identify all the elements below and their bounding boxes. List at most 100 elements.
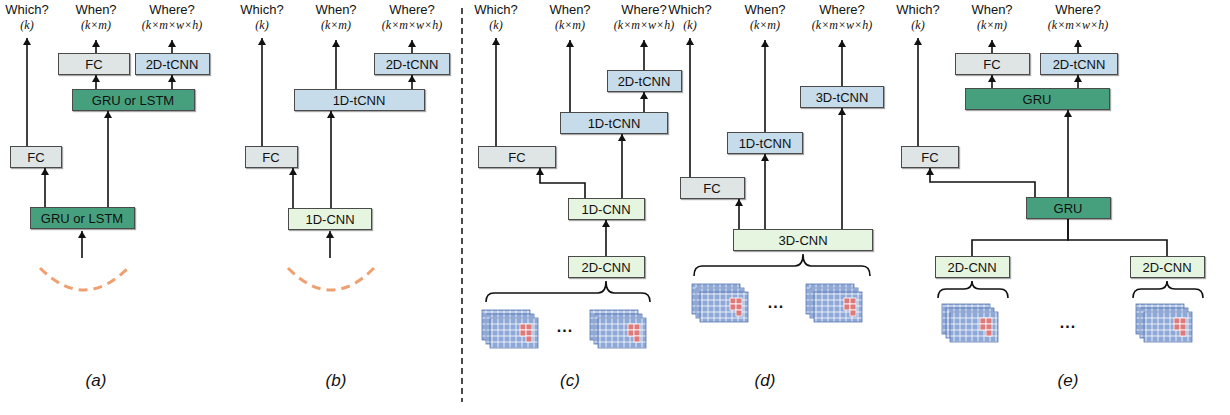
heatmap-cell: [844, 298, 850, 304]
output-label: (k×m): [750, 19, 780, 32]
heatmap-cell: [1174, 318, 1180, 324]
heatmap-cell: [526, 330, 532, 336]
heatmap-stacks: [482, 284, 1192, 348]
process-box: 2D-CNN: [1130, 256, 1205, 278]
panel-label: (c): [560, 372, 580, 391]
divider-line: [461, 8, 463, 402]
output-label: Where?: [819, 3, 865, 17]
box-label: FC: [502, 150, 531, 165]
heatmap-cell: [736, 304, 742, 310]
process-box: 2D-tCNN: [374, 53, 450, 75]
box-label: 2D-CNN: [1136, 260, 1197, 275]
heatmap-cell: [520, 330, 526, 336]
output-label: Which?: [668, 3, 711, 17]
panel-label: (d): [755, 372, 776, 391]
box-label: GRU: [1017, 92, 1058, 107]
heatmap-frame: [700, 292, 748, 322]
signal-arc: [40, 268, 374, 290]
panel-label: (e): [1058, 372, 1079, 391]
heatmap-cell: [986, 318, 992, 324]
heatmap-cell: [986, 330, 992, 336]
box-label: FC: [21, 150, 50, 165]
connector-arrow: [841, 108, 843, 229]
connector-arrow: [171, 75, 173, 89]
box-label: 2D-tCNN: [140, 57, 205, 72]
output-label: (k): [683, 19, 696, 32]
box-label: 1D-CNN: [575, 202, 636, 217]
box-label: 3D-tCNN: [810, 90, 875, 105]
process-box: 2D-tCNN: [607, 70, 682, 92]
output-label: When?: [75, 3, 116, 17]
box-label: GRU or LSTM: [35, 211, 129, 226]
connector-arrow: [930, 168, 1035, 197]
output-label: When?: [549, 3, 590, 17]
output-label: Which?: [5, 3, 48, 17]
output-label: (k×m): [977, 19, 1007, 32]
heatmap-cell: [1180, 324, 1186, 330]
heatmap-cell: [1180, 330, 1186, 336]
box-label: 2D-tCNN: [612, 74, 677, 89]
connector-arrow: [95, 75, 97, 89]
process-box: FC: [245, 146, 298, 168]
box-label: FC: [256, 150, 285, 165]
heatmap-cell: [736, 310, 742, 316]
process-box: GRU or LSTM: [30, 207, 135, 229]
output-label: When?: [315, 3, 356, 17]
heatmap-cell: [986, 324, 992, 330]
output-label: Where?: [621, 3, 667, 17]
output-label: When?: [744, 3, 785, 17]
box-label: 2D-CNN: [575, 260, 636, 275]
box-label: 1D-tCNN: [582, 116, 647, 131]
heatmap-cell: [730, 304, 736, 310]
output-arrows: [27, 38, 1078, 258]
connector-arrow: [1067, 110, 1069, 197]
box-label: 1D-CNN: [299, 212, 360, 227]
output-label: (k): [255, 19, 268, 32]
connector-arrow: [44, 168, 46, 207]
process-box: FC: [478, 146, 556, 168]
heatmap-cell: [520, 324, 526, 330]
heatmap-cell: [634, 336, 640, 342]
heatmap-cell: [526, 324, 532, 330]
output-label: (k×m): [81, 19, 111, 32]
box-label: GRU: [1048, 201, 1089, 216]
connector-arrow: [605, 220, 607, 256]
heatmap-cell: [850, 298, 856, 304]
connector-arrow: [107, 111, 109, 207]
output-label: (k×m): [321, 19, 351, 32]
output-label: (k×m×w×h): [382, 19, 442, 32]
output-label: (k): [489, 19, 502, 32]
output-label: Where?: [1055, 3, 1101, 17]
output-label: (k×m×w×h): [1048, 19, 1108, 32]
heatmap-cell: [628, 330, 634, 336]
process-box: GRU or LSTM: [72, 89, 195, 111]
box-label: FC: [79, 57, 108, 72]
connector-arrow: [292, 168, 294, 208]
heatmap-cell: [980, 324, 986, 330]
heatmap-frame: [1144, 312, 1192, 342]
output-label: Which?: [240, 3, 283, 17]
box-label: 3D-CNN: [772, 233, 833, 248]
box-label: FC: [697, 181, 726, 196]
heatmap-cell: [628, 324, 634, 330]
heatmap-frame: [950, 312, 998, 342]
connector-arrow: [621, 134, 623, 198]
process-box: 1D-tCNN: [727, 132, 803, 154]
box-label: 2D-tCNN: [1047, 57, 1112, 72]
connector-arrow: [991, 75, 993, 88]
ellipsis-mark: ...: [1060, 314, 1076, 332]
process-box: 1D-tCNN: [560, 112, 668, 134]
heatmap-frame: [598, 318, 646, 348]
connector-arrow: [540, 168, 585, 198]
ellipsis-mark: ...: [768, 294, 784, 312]
ellipsis-mark: ...: [557, 318, 573, 336]
output-label: (k×m×w×h): [614, 19, 674, 32]
box-label: 2D-CNN: [941, 260, 1002, 275]
heatmap-frame: [814, 292, 862, 322]
connector-arrow: [972, 219, 1068, 256]
process-box: 3D-CNN: [733, 229, 873, 251]
process-box: 1D-CNN: [568, 198, 645, 220]
output-label: Which?: [474, 3, 517, 17]
process-box: FC: [58, 53, 130, 75]
process-box: 2D-CNN: [935, 256, 1010, 278]
